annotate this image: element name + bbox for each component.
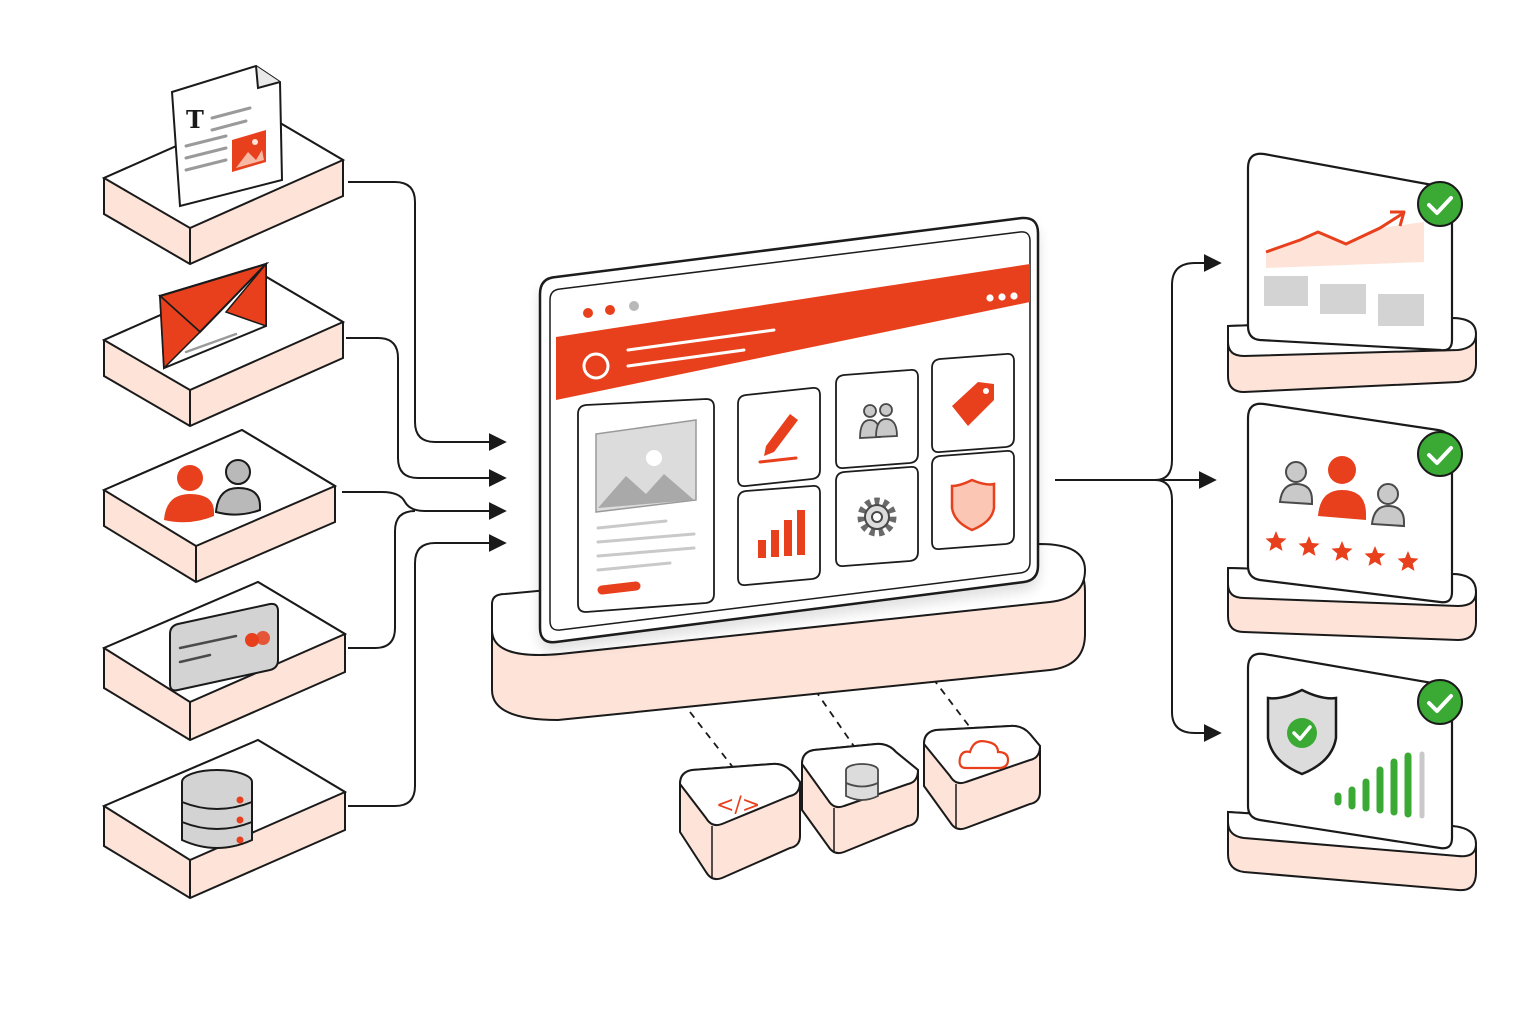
connector-users: [342, 491, 507, 520]
image-placeholder-icon: [595, 419, 697, 513]
minimize-dot[interactable]: [605, 305, 615, 315]
dashboard-header: [556, 264, 1030, 400]
check-icon: [1417, 679, 1463, 725]
tile-tag[interactable]: [931, 352, 1015, 454]
integration-links: [689, 667, 973, 771]
gear-icon: [857, 497, 897, 537]
connector-document: [348, 181, 507, 451]
output-growth[interactable]: [1227, 152, 1478, 394]
input-users-platform[interactable]: [101, 428, 338, 584]
integration-data[interactable]: [800, 742, 920, 855]
document-glyph: T: [186, 105, 204, 134]
document-icon: T: [170, 64, 284, 208]
check-icon: [1417, 181, 1463, 227]
rating-star: [1364, 546, 1386, 566]
input-payment-platform[interactable]: [101, 580, 348, 742]
signal-bars-icon: [1334, 751, 1425, 819]
customer-rating-icon: [1278, 456, 1405, 528]
rating-star: [1298, 536, 1320, 556]
connector-security: [1154, 479, 1222, 742]
shield-icon: [950, 478, 996, 532]
envelope-icon: [158, 261, 270, 370]
content-card[interactable]: [577, 398, 715, 613]
rating-star: [1331, 541, 1353, 561]
input-document-platform[interactable]: T: [101, 64, 346, 266]
tag-icon: [952, 382, 994, 426]
rating-star: [1265, 531, 1287, 551]
database-icon: [845, 763, 879, 801]
team-icon: [859, 403, 898, 439]
card-action-button[interactable]: [597, 581, 641, 595]
connector-email: [346, 337, 507, 487]
input-connectors: [342, 181, 507, 807]
integration-cloud[interactable]: [922, 724, 1042, 831]
dashboard-window[interactable]: [538, 216, 1040, 644]
input-email-platform[interactable]: [101, 261, 346, 428]
connector-growth: [1154, 254, 1222, 481]
secure-shield-icon: [1266, 688, 1338, 776]
cloud-icon: [958, 740, 1010, 770]
check-icon: [1417, 431, 1463, 477]
server-icon: [181, 769, 253, 849]
output-security[interactable]: [1227, 652, 1478, 892]
tile-edit[interactable]: [737, 386, 821, 488]
connector-database: [348, 534, 507, 807]
edit-icon: [758, 414, 798, 464]
output-customers[interactable]: [1227, 402, 1478, 642]
integration-code[interactable]: </>: [678, 762, 802, 881]
rating-star: [1397, 551, 1419, 571]
connector-payment: [348, 510, 416, 649]
tile-team[interactable]: [835, 368, 919, 470]
users-icon: [164, 459, 261, 523]
code-icon: </>: [716, 793, 760, 818]
bar-chart-icon: [758, 510, 805, 558]
tile-security[interactable]: [931, 449, 1015, 551]
header-title-bar: [626, 328, 776, 368]
rating-stars: [1265, 531, 1419, 571]
trend-chart-icon: [1264, 210, 1424, 326]
output-connectors: [1055, 254, 1222, 742]
credit-card-icon: [169, 602, 279, 692]
zoom-dot[interactable]: [629, 301, 639, 311]
tile-settings[interactable]: [835, 465, 919, 568]
input-database-platform[interactable]: [101, 738, 348, 900]
more-dots-icon[interactable]: [986, 292, 1018, 302]
close-dot[interactable]: [583, 308, 593, 318]
tile-analytics[interactable]: [737, 484, 821, 587]
search-icon[interactable]: [582, 352, 610, 380]
